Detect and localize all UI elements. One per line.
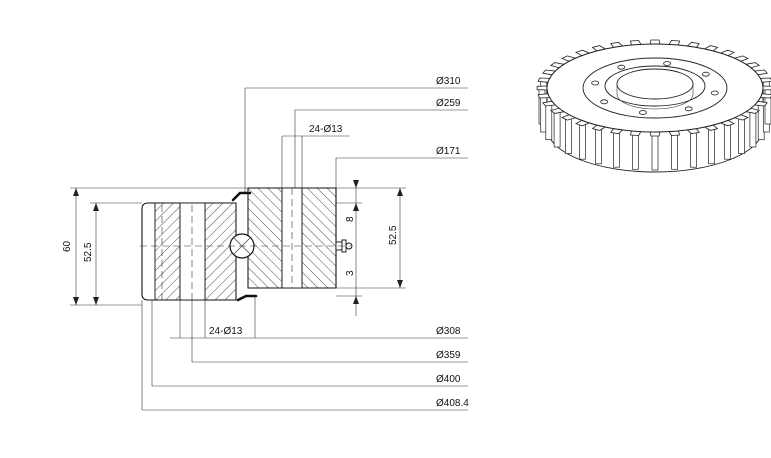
dim-d359: Ø359 bbox=[436, 350, 461, 361]
bolt-hole bbox=[591, 80, 600, 86]
gear-tooth-flank bbox=[613, 130, 620, 168]
gear-tooth-flank bbox=[738, 117, 745, 154]
gear-tooth-flank bbox=[708, 127, 715, 165]
gear-tooth-flank bbox=[545, 103, 553, 141]
bolt-hole bbox=[701, 71, 710, 77]
gear-tooth-flank bbox=[764, 87, 771, 125]
dim-holes-bottom: 24-Ø13 bbox=[209, 326, 243, 337]
dim-d259: Ø259 bbox=[436, 98, 461, 109]
bolt-hole bbox=[639, 110, 647, 115]
gear-tooth-flank bbox=[565, 117, 572, 154]
gear-tooth-flank bbox=[579, 122, 586, 160]
gear-tooth bbox=[649, 131, 661, 137]
gear-bore-depth bbox=[616, 84, 694, 110]
gear-bore bbox=[616, 68, 694, 100]
gear-isometric-view bbox=[536, 39, 771, 173]
dim-height-left: 52.5 bbox=[83, 242, 94, 262]
inner-ring-hatch-a bbox=[247, 187, 283, 289]
gear-teeth bbox=[536, 39, 771, 171]
bolt-hole bbox=[684, 106, 693, 112]
dimension-labels: Ø310 Ø259 24-Ø13 Ø171 24-Ø13 Ø308 Ø359 Ø… bbox=[62, 76, 469, 409]
outer-bolt-hole bbox=[179, 202, 206, 301]
gear-tooth-flank bbox=[651, 133, 659, 171]
dimension-lines bbox=[70, 87, 468, 411]
dim-height-total: 60 bbox=[62, 240, 73, 252]
gear-tooth-flank bbox=[632, 132, 639, 170]
gear-tooth-flank bbox=[671, 132, 678, 170]
dim-d400: Ø400 bbox=[436, 374, 461, 385]
gear-tooth-flank bbox=[595, 127, 602, 165]
top-seal bbox=[231, 191, 252, 202]
bolt-hole bbox=[663, 61, 671, 66]
bolt-hole bbox=[617, 64, 626, 70]
gear-tooth bbox=[762, 85, 771, 91]
gear-tooth bbox=[536, 85, 548, 91]
outer-tooth-hatch bbox=[154, 202, 181, 301]
bottom-seal bbox=[236, 294, 258, 302]
dim-holes-top: 24-Ø13 bbox=[309, 124, 343, 135]
bolt-hole bbox=[710, 90, 719, 96]
gear-tooth bbox=[649, 39, 661, 45]
gear-tooth-flank bbox=[690, 130, 697, 168]
inner-ring-hatch-b bbox=[301, 187, 337, 289]
dim-d408: Ø408.4 bbox=[436, 398, 469, 409]
bolt-hole bbox=[600, 99, 609, 105]
gear-tooth-flank bbox=[749, 110, 757, 148]
cross-section bbox=[140, 187, 353, 302]
gear-tooth-flank bbox=[553, 110, 561, 148]
gear-bolt-holes bbox=[591, 61, 719, 115]
dim-d171: Ø171 bbox=[436, 146, 461, 157]
dim-offset-bottom: 3 bbox=[345, 270, 356, 276]
dim-offset-top: 8 bbox=[345, 216, 356, 222]
gear-tooth-flank bbox=[724, 122, 731, 160]
dim-d308: Ø308 bbox=[436, 326, 461, 337]
dim-d310: Ø310 bbox=[436, 76, 461, 87]
dim-height-right: 52.5 bbox=[388, 225, 399, 245]
